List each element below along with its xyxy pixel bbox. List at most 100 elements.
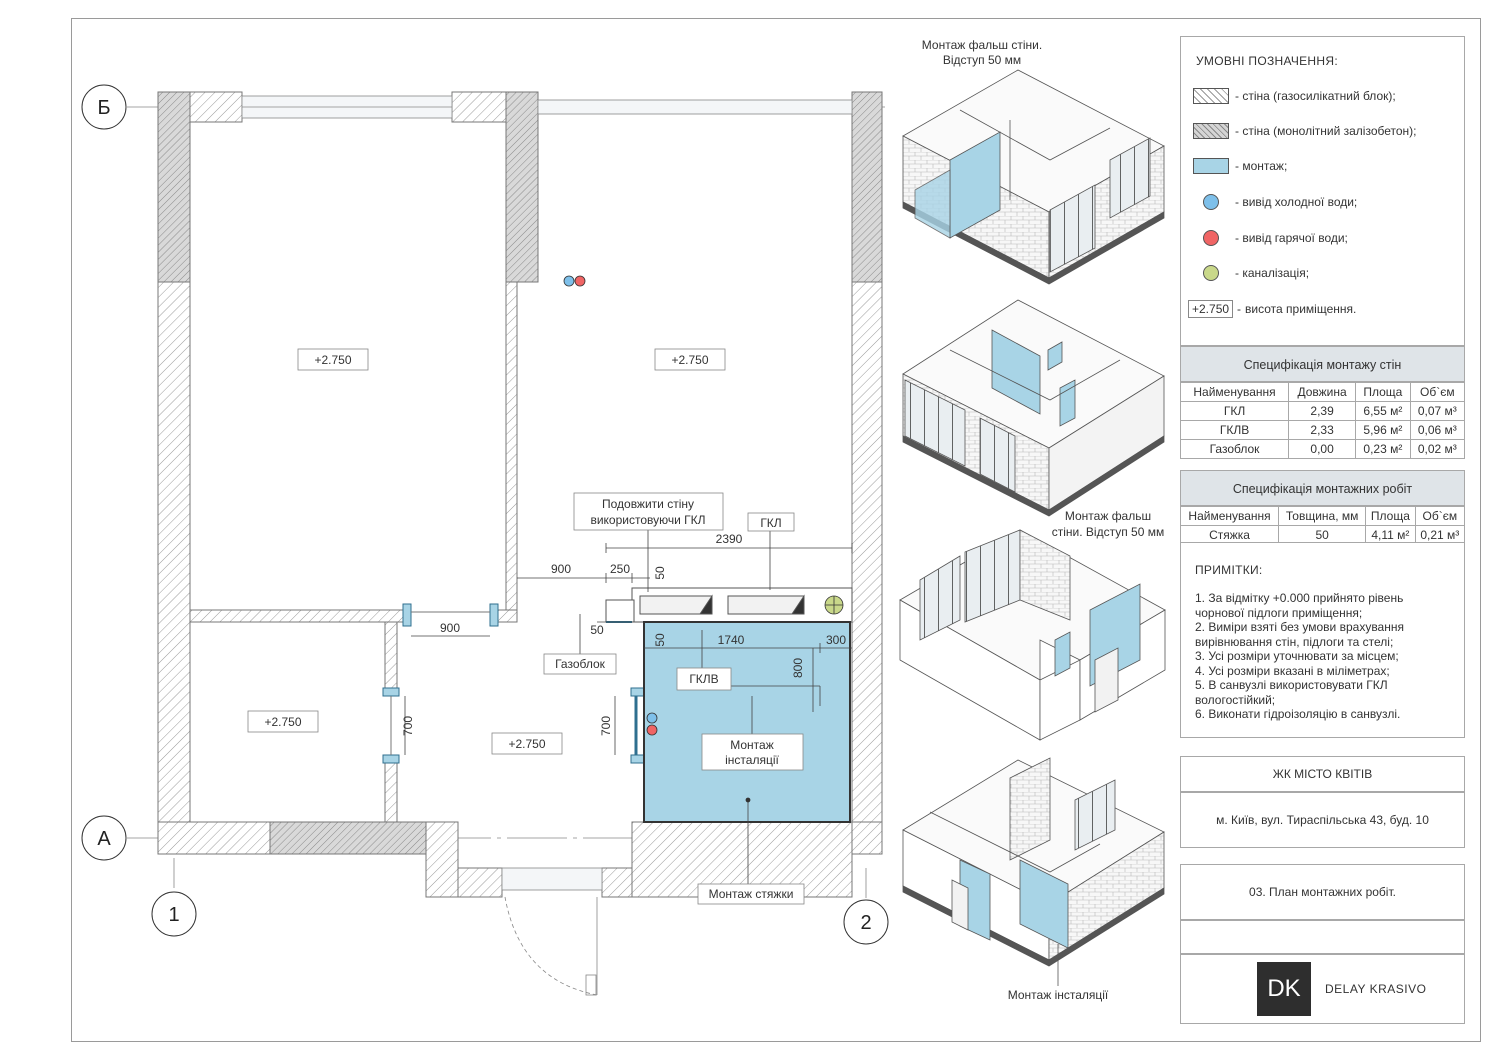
leader-lines: [579, 530, 821, 884]
dim-2390: 2390: [716, 532, 743, 546]
dim-700-bath: 700: [599, 716, 613, 736]
table-cell: 2,39: [1288, 401, 1357, 421]
spec-works-header-row: Найменування Товщина, мм Площа Об`єм: [1179, 506, 1466, 526]
note-line: вирівнювання стін, підлоги та стелі;: [1195, 634, 1394, 649]
legend-label-gas-block: - стіна (газосилікатний блок);: [1235, 89, 1396, 103]
legend-row-concrete: - стіна (монолітний залізобетон);: [1193, 121, 1417, 141]
room-height-living: +2.750: [314, 353, 351, 367]
table-cell: ГКЛ: [1179, 401, 1290, 421]
iso-caption-1-line1: Монтаж фальш стіни.: [922, 38, 1042, 52]
legend-panel: [1180, 36, 1465, 346]
interior-doors: [382, 603, 646, 764]
legend-swatch-concrete: [1193, 123, 1229, 139]
notes-title: ПРИМІТКИ:: [1195, 563, 1263, 577]
note-line: чорнової підлоги приміщення;: [1195, 605, 1363, 620]
spec-walls-header: Об`єм: [1409, 382, 1466, 402]
callout-install-line2: інсталяції: [725, 753, 779, 767]
legend-row-hot-water: - вивід гарячої води;: [1193, 228, 1348, 248]
room-height-bedroom: +2.750: [264, 715, 301, 729]
cold-water-dot-icon: [1203, 194, 1219, 210]
legend-height-tag: +2.750: [1188, 300, 1234, 318]
axis-label-1: 1: [168, 904, 179, 926]
spec-works-title: Специфікація монтажних робіт: [1180, 470, 1465, 506]
spec-walls-header: Найменування: [1179, 382, 1290, 402]
room-height-kitchen: +2.750: [671, 353, 708, 367]
callout-gkl: ГКЛ: [760, 516, 781, 530]
dim-50-gazoblok: 50: [590, 623, 604, 637]
callout-screed: Монтаж стяжки: [709, 887, 794, 901]
project-name: ЖК МІСТО КВІТІВ: [1272, 767, 1373, 781]
spec-walls-title: Специфікація монтажу стін: [1180, 346, 1465, 382]
legend-label-hot-water: - вивід гарячої води;: [1235, 231, 1348, 245]
dim-700-bedroom: 700: [401, 716, 415, 736]
spec-works-header: Товщина, мм: [1278, 506, 1367, 526]
iso-caption-3-line2: стіни. Відступ 50 мм: [1052, 525, 1164, 539]
windows: [241, 95, 853, 891]
iso-view-4: [902, 757, 1165, 967]
callout-extend-wall-line1: Подовжити стіну: [602, 497, 694, 511]
cold-water-outlet: [646, 712, 658, 724]
brand-logo-text: DK: [1267, 975, 1301, 1002]
hot-water-outlet: [646, 724, 658, 736]
table-cell: Стяжка: [1179, 525, 1280, 545]
note-line: 3. Усі розміри уточнювати за місцем;: [1195, 649, 1399, 663]
hot-water-outlet: [574, 275, 586, 287]
dim-1740: 1740: [718, 633, 745, 647]
table-cell: 0,02 м³: [1409, 439, 1466, 459]
table-cell: ГКЛВ: [1179, 420, 1290, 440]
legend-label-sewer: - каналізація;: [1235, 266, 1310, 280]
callout-gazoblok: Газоблок: [555, 657, 606, 671]
cold-water-outlet: [563, 275, 575, 287]
axis-label-a: А: [97, 828, 111, 850]
project-address: м. Київ, вул. Тираспільська 43, буд. 10: [1216, 813, 1429, 827]
note-line: 2. Виміри взяті без умови врахування: [1195, 620, 1404, 634]
sheet-frame: [71, 18, 1481, 1042]
table-cell: 0,23 м²: [1355, 439, 1411, 459]
legend-label-concrete: - стіна (монолітний залізобетон);: [1235, 124, 1417, 138]
spec-works-header: Об`єм: [1414, 506, 1466, 526]
spec-works-header: Площа: [1365, 506, 1416, 526]
note-line: вологостійкий;: [1195, 692, 1276, 707]
legend-row-cold-water: - вивід холодної води;: [1193, 192, 1357, 212]
callout-install-line1: Монтаж: [730, 738, 774, 752]
brand-logo: DK: [1257, 962, 1311, 1016]
dim-800: 800: [791, 658, 805, 678]
dim-50-vertical: 50: [653, 566, 667, 580]
spec-walls-header: Довжина: [1288, 382, 1357, 402]
dim-300: 300: [826, 633, 846, 647]
iso-caption-4: Монтаж інсталяції: [1008, 988, 1109, 1002]
note-line: 4. Усі розміри вказані в міліметрах;: [1195, 663, 1390, 678]
table-cell: Газоблок: [1179, 439, 1290, 459]
note-line: 6. Виконати гідроізоляцію в санвузлі.: [1195, 707, 1401, 721]
note-line: 5. В санвузлі використовувати ГКЛ: [1195, 678, 1388, 692]
title-project: ЖК МІСТО КВІТІВ: [1180, 756, 1465, 792]
legend-label-mount: - монтаж;: [1235, 159, 1288, 173]
iso-view-2: [902, 299, 1165, 517]
pipe-outlets: [563, 275, 844, 803]
table-cell: 5,96 м²: [1355, 420, 1411, 440]
notes-panel: ПРИМІТКИ: 1. За відмітку +0.000 прийнято…: [1180, 542, 1465, 738]
sewer-dot-icon: [1203, 265, 1219, 281]
room-height-hall: +2.750: [508, 737, 545, 751]
dimension-lines: [404, 543, 853, 755]
legend-row-mount: - монтаж;: [1193, 156, 1287, 176]
gkl-wall: [605, 587, 853, 623]
table-cell: 6,55 м²: [1355, 401, 1411, 421]
table-cell: 0,00: [1288, 439, 1357, 459]
dim-900-top: 900: [551, 562, 571, 576]
legend-title: УМОВНІ ПОЗНАЧЕННЯ:: [1196, 54, 1338, 68]
legend-row-height: +2.750 - висота приміщення.: [1188, 299, 1356, 319]
legend-row-gas-block: - стіна (газосилікатний блок);: [1193, 86, 1396, 106]
spec-works-table: Найменування Товщина, мм Площа Об`єм Стя…: [1179, 506, 1466, 545]
table-row: ГКЛ 2,39 6,55 м² 0,07 м³: [1179, 401, 1466, 421]
table-row: Газоблок 0,00 0,23 м² 0,02 м³: [1179, 439, 1466, 459]
spec-works-block: Специфікація монтажних робіт Найменуванн…: [1179, 470, 1466, 545]
callout-extend-wall-line2: використовуючи ГКЛ: [590, 513, 705, 527]
sheet-name: 03. План монтажних робіт.: [1249, 885, 1396, 899]
spec-works-header: Найменування: [1179, 506, 1280, 526]
title-sheet: 03. План монтажних робіт.: [1180, 864, 1465, 920]
spec-walls-header: Площа: [1355, 382, 1411, 402]
legend-row-sewer: - каналізація;: [1193, 263, 1309, 283]
